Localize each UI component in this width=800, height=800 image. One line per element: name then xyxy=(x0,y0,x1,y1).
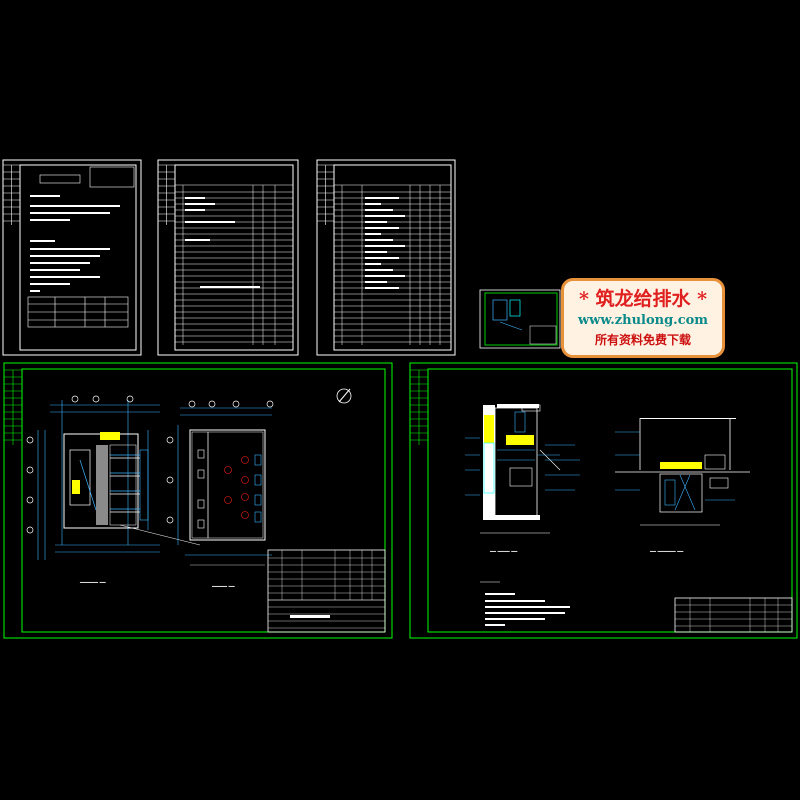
section-1-caption: ━━ ━━━━ ━━ xyxy=(489,549,518,555)
plan-2-caption: ━━━━━ ━━ xyxy=(211,584,236,590)
sheet-5-plan-drawings: ━━━━━━ ━━ ━━━━━ ━━ xyxy=(3,362,393,639)
watermark-title: * 筑龙给排水 * xyxy=(578,288,708,310)
watermark-stamp: * 筑龙给排水 * www.zhulong.com 所有资料免费下载 xyxy=(561,278,725,358)
sheet-2-drawing-index xyxy=(157,159,299,356)
sheet-6-section-drawings: ━━ ━━━━ ━━ ━━ ━━━━━━ ━━ xyxy=(409,362,798,639)
sheet-4-mini-drawing xyxy=(479,289,561,349)
watermark-url: www.zhulong.com xyxy=(577,313,709,328)
plan-1-caption: ━━━━━━ ━━ xyxy=(79,580,107,586)
sheet-3-equipment-list xyxy=(316,159,456,356)
sheet-1-cover xyxy=(2,159,142,356)
section-2-caption: ━━ ━━━━━━ ━━ xyxy=(649,549,684,555)
watermark-subtitle: 所有资料免费下载 xyxy=(594,333,691,347)
